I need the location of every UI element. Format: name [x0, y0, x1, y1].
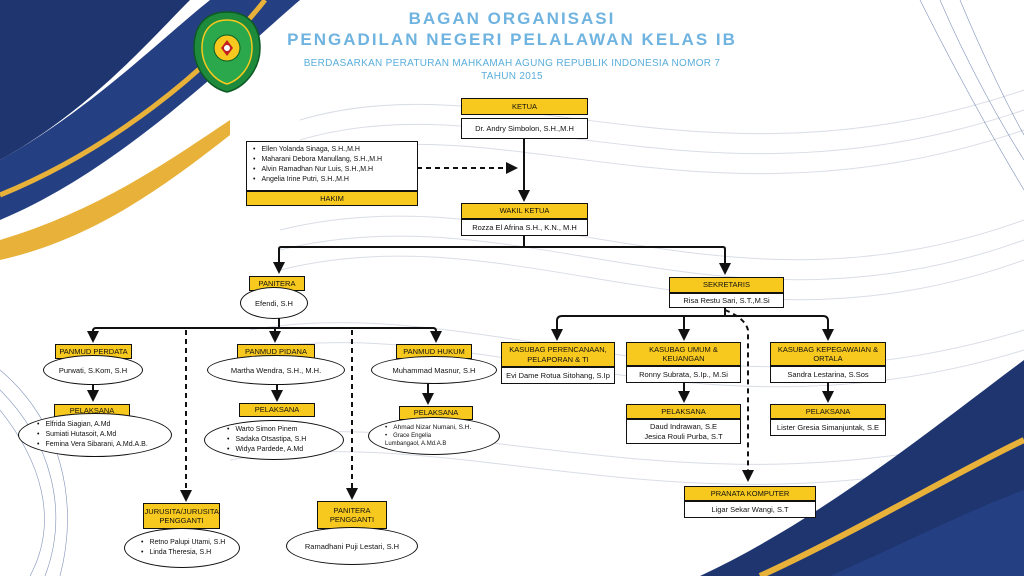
pidana-pelaksana-header: PELAKSANA [239, 403, 315, 417]
pelaksana-item: Sumiati Hutasoit, A.Md [37, 430, 171, 440]
pelaksana-item: Daud Indrawan, S.E [649, 421, 718, 431]
hakim-member: Alvin Ramadhan Nur Luis, S.H.,M.H [253, 165, 411, 175]
kasubag-umum-header: KASUBAG UMUM & KEUANGAN [626, 342, 741, 366]
ketua-name: Dr. Andry Simbolon, S.H.,M.H [461, 118, 588, 139]
panitera-pengganti-header: PANITERA PENGGANTI [317, 501, 387, 529]
hakim-members: Ellen Yolanda Sinaga, S.H.,M.H Maharani … [246, 141, 418, 191]
pidana-pelaksana-list: Warto Simon Pinem Sadaka Otsastipa, S.H … [204, 420, 344, 460]
pelaksana-item: Jesica Rouli Purba, S.T [644, 431, 723, 441]
navy-swoosh-top-left [0, 0, 190, 160]
pelaksana-item: Widya Pardede, A.Md [227, 445, 343, 455]
sekretaris-header: SEKRETARIS [669, 277, 784, 293]
hakim-header: HAKIM [246, 191, 418, 206]
jurusita-member: Linda Theresia, S.H [141, 548, 239, 558]
pelaksana-item: Sadaka Otsastipa, S.H [227, 435, 343, 445]
kasubag-kepegawaian-header: KASUBAG KEPEGAWAIAN & ORTALA [770, 342, 886, 366]
chart-title: BAGAN ORGANISASI [408, 9, 616, 28]
panitera-pengganti-name: Ramadhani Puji Lestari, S.H [286, 527, 418, 565]
navy-swoosh-bottom-right [700, 360, 1024, 576]
umum-pelaksana-header: PELAKSANA [626, 404, 741, 419]
kepegawaian-pelaksana-header: PELAKSANA [770, 404, 886, 419]
jurusita-member: Retno Palupi Utami, S.H [141, 538, 239, 548]
umum-pelaksana-list: Daud Indrawan, S.E Jesica Rouli Purba, S… [626, 419, 741, 444]
kepegawaian-pelaksana-list: Lister Gresia Simanjuntak, S.E [770, 419, 886, 436]
jurusita-members: Retno Palupi Utami, S.H Linda Theresia, … [124, 528, 240, 568]
jurusita-header: JURUSITA/JURUSITA PENGGANTI [143, 503, 220, 529]
regulation-year: TAHUN 2015 [481, 71, 543, 82]
kasubag-kepegawaian-name: Sandra Lestarina, S.Sos [770, 366, 886, 383]
pelaksana-item: Elfrida Siagian, A.Md [37, 420, 171, 430]
hakim-member: Angelia Irine Putri, S.H.,M.H [253, 175, 411, 185]
chart-subtitle-court: PENGADILAN NEGERI PELALAWAN KELAS IB [287, 30, 737, 49]
panmud-pidana-name: Martha Wendra, S.H., M.H. [207, 355, 345, 385]
kasubag-perencanaan-name: Evi Dame Rotua Sitohang, S.Ip [501, 367, 615, 384]
pranata-komputer-header: PRANATA KOMPUTER [684, 486, 816, 501]
pelaksana-item: Femina Vera Sibarani, A.Md.A.B. [37, 440, 171, 450]
ketua-header: KETUA [461, 98, 588, 115]
wakil-ketua-header: WAKIL KETUA [461, 203, 588, 219]
wakil-ketua-name: Rozza El Afrina S.H., K.N., M.H [461, 219, 588, 236]
pelaksana-item: Warto Simon Pinem [227, 425, 343, 435]
hakim-member: Ellen Yolanda Sinaga, S.H.,M.H [253, 145, 411, 155]
hakim-member: Maharani Debora Manullang, S.H.,M.H [253, 155, 411, 165]
kasubag-umum-name: Ronny Subrata, S.Ip., M.Si [626, 366, 741, 383]
pelaksana-item: Grace Engelia Lumbangaol, A.Md.A.B [385, 433, 463, 449]
pelaksana-item: Ahmad Nizar Numani, S.H. [385, 423, 499, 432]
hukum-pelaksana-list: Ahmad Nizar Numani, S.H. Grace Engelia L… [368, 417, 500, 455]
pelaksana-item: Lister Gresia Simanjuntak, S.E [776, 422, 880, 432]
perdata-pelaksana-list: Elfrida Siagian, A.Md Sumiati Hutasoit, … [18, 413, 172, 457]
panitera-name: Efendi, S.H [240, 287, 308, 319]
panmud-perdata-name: Purwati, S.Kom, S.H [43, 355, 143, 385]
panmud-hukum-name: Muhammad Masnur, S.H [371, 356, 497, 384]
court-logo [193, 11, 261, 93]
regulation-text: BERDASARKAN PERATURAN MAHKAMAH AGUNG REP… [303, 58, 721, 69]
pranata-komputer-name: Ligar Sekar Wangi, S.T [684, 501, 816, 518]
kasubag-perencanaan-header: KASUBAG PERENCANAAN, PELAPORAN & TI [501, 342, 615, 367]
sekretaris-name: Risa Restu Sari, S.T.,M.Si [669, 293, 784, 308]
